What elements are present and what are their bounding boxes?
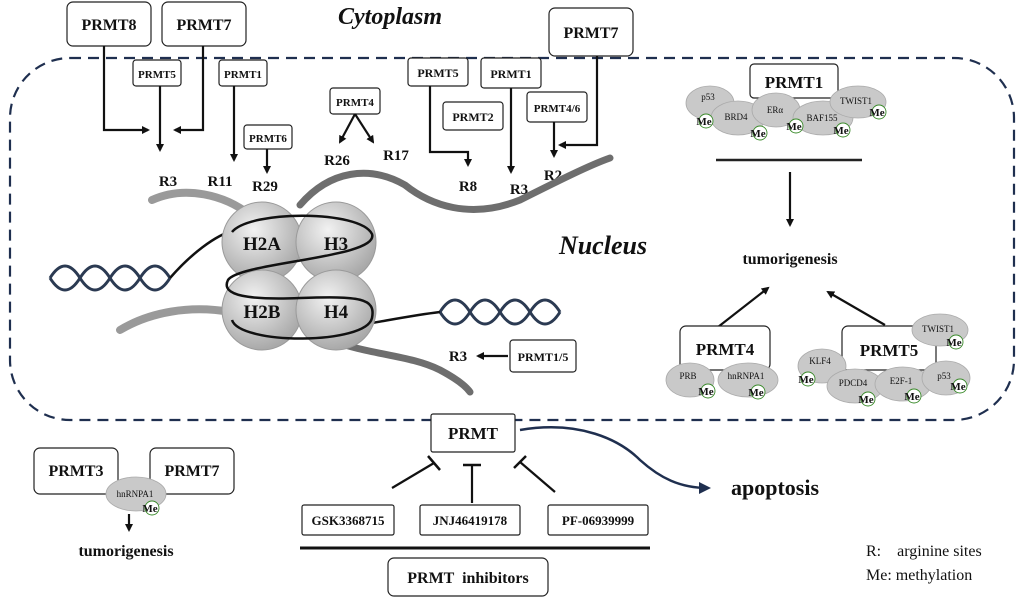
legend-arginine-sites: R: arginine sites <box>866 543 982 560</box>
me-mark: Me <box>750 128 765 140</box>
me-mark: Me <box>869 107 884 119</box>
prmt5-box-b: PRMT5 <box>407 57 469 87</box>
prmt1-complex-title: PRMT1 <box>765 73 824 92</box>
me-mark: Me <box>696 116 711 128</box>
prmt4-label: PRMT4 <box>336 97 374 109</box>
prmt4-6-label: PRMT4/6 <box>534 103 581 115</box>
substrate-p53-b: p53 <box>937 371 951 381</box>
site-r11: R11 <box>207 174 232 190</box>
prmt3-label: PRMT3 <box>48 463 103 480</box>
prmt7-right-label: PRMT7 <box>563 25 618 42</box>
inhibitor-jnj46419178: JNJ46419178 <box>433 513 508 528</box>
substrate-baf155: BAF155 <box>806 113 838 123</box>
me-mark: Me <box>950 381 965 393</box>
substrate-era: ERα <box>767 105 784 115</box>
prmt2-label: PRMT2 <box>452 110 493 124</box>
cytoplasm-label: Cytoplasm <box>338 4 442 30</box>
substrate-klf4: KLF4 <box>809 356 831 366</box>
site-r8: R8 <box>459 179 477 195</box>
prmt8-box: PRMT8 <box>66 1 152 47</box>
apoptosis-label: apoptosis <box>731 475 819 500</box>
inhibitor-pf06939999: PF-06939999 <box>562 513 635 528</box>
me-mark: Me <box>858 394 873 406</box>
prmt1-a-label: PRMT1 <box>224 69 262 81</box>
substrate-twist1: TWIST1 <box>840 96 872 106</box>
inhibitor-gsk3368715: GSK3368715 <box>312 513 385 528</box>
prmt1-box-b: PRMT1 <box>480 57 542 89</box>
substrate-hnrnpa1: hnRNPA1 <box>728 371 765 381</box>
prmt-inhibitors-label: PRMT inhibitors <box>407 570 529 587</box>
prmt1-box-a: PRMT1 <box>218 59 268 87</box>
site-r3-c: R3 <box>449 349 467 365</box>
tumorigenesis-center: tumorigenesis <box>742 251 837 268</box>
prmt7-bottom-label: PRMT7 <box>164 463 219 480</box>
prmt1-b-label: PRMT1 <box>490 67 531 81</box>
prmt1-complex: PRMT1 p53 BRD4 ERα BAF155 TWIST1 Me Me M… <box>685 63 887 227</box>
nucleosome: H2A H3 H2B H4 <box>221 201 377 351</box>
prmt5-a-label: PRMT5 <box>138 69 176 81</box>
prmt8-label: PRMT8 <box>81 17 136 34</box>
substrate-pdcd4: PDCD4 <box>839 378 868 388</box>
prmt7-left-label: PRMT7 <box>176 17 231 34</box>
dna-helix-left <box>48 228 236 292</box>
histone-h4: H4 <box>324 302 349 323</box>
prmt7-right-box: PRMT7 <box>548 7 634 57</box>
prmt6-box: PRMT6 <box>243 124 293 150</box>
prmt4-box: PRMT4 <box>329 87 381 115</box>
prmt5-b-label: PRMT5 <box>417 66 458 80</box>
legend: R: arginine sites Me: methylation <box>866 543 982 584</box>
prmt-center-label: PRMT <box>448 424 499 443</box>
substrate-twist1-b: TWIST1 <box>922 324 954 334</box>
prmt4-complex: PRMT4 PRB hnRNPA1 Me Me <box>665 325 779 400</box>
me-mark: Me <box>142 503 157 515</box>
me-mark: Me <box>748 387 763 399</box>
me-mark: Me <box>786 121 801 133</box>
arrow-prmt4-tumorigenesis <box>717 286 770 328</box>
dna-helix-right <box>359 298 562 327</box>
prmt5-complex-title: PRMT5 <box>860 341 919 360</box>
histone-h3: H3 <box>324 234 348 255</box>
prmt6-label: PRMT6 <box>249 133 287 145</box>
prmt5-complex: PRMT5 TWIST1 KLF4 PDCD4 E2F-1 p53 Me Me … <box>797 313 971 407</box>
prmt1-5-label: PRMT1/5 <box>518 350 569 364</box>
arginine-sites: R3 R11 R29 R26 R17 R8 R3 R2 R3 <box>159 148 562 365</box>
substrate-p53: p53 <box>701 92 715 102</box>
me-mark: Me <box>833 125 848 137</box>
me-mark: Me <box>798 374 813 386</box>
prmt4-6-box: PRMT4/6 <box>526 91 588 123</box>
legend-methylation: Me: methylation <box>866 567 972 584</box>
site-r29: R29 <box>252 179 278 195</box>
prmt7-left-box: PRMT7 <box>161 1 247 47</box>
site-arrows <box>102 46 599 360</box>
prmt4-complex-title: PRMT4 <box>696 340 755 359</box>
histone-h2b: H2B <box>244 302 281 323</box>
me-mark: Me <box>904 391 919 403</box>
site-r3-b: R3 <box>510 182 528 198</box>
substrate-prb: PRB <box>679 371 696 381</box>
histone-h2a: H2A <box>243 234 281 255</box>
prmt3-prmt7-group: PRMT3 PRMT7 hnRNPA1 Me tumorigenesis <box>33 447 235 560</box>
nucleus-label: Nucleus <box>558 231 647 260</box>
prmt5-box-a: PRMT5 <box>132 59 182 87</box>
prmt1-5-box: PRMT1/5 <box>509 339 577 373</box>
substrate-brd4: BRD4 <box>724 112 748 122</box>
arrow-prmt5-tumorigenesis <box>826 290 886 326</box>
site-r3-a: R3 <box>159 174 177 190</box>
substrate-e2f1: E2F-1 <box>890 376 913 386</box>
site-r26: R26 <box>324 153 350 169</box>
prmt-inhibition: PRMT GSK3368715 JNJ46419178 PF-06939999 … <box>300 413 650 597</box>
tumorigenesis-bottom: tumorigenesis <box>78 543 173 560</box>
prmt2-box: PRMT2 <box>442 101 504 131</box>
substrate-hnrnpa1-b: hnRNPA1 <box>117 489 154 499</box>
me-mark: Me <box>698 386 713 398</box>
site-r17: R17 <box>383 148 409 164</box>
arrow-prmt-apoptosis <box>519 426 711 494</box>
me-mark: Me <box>946 337 961 349</box>
